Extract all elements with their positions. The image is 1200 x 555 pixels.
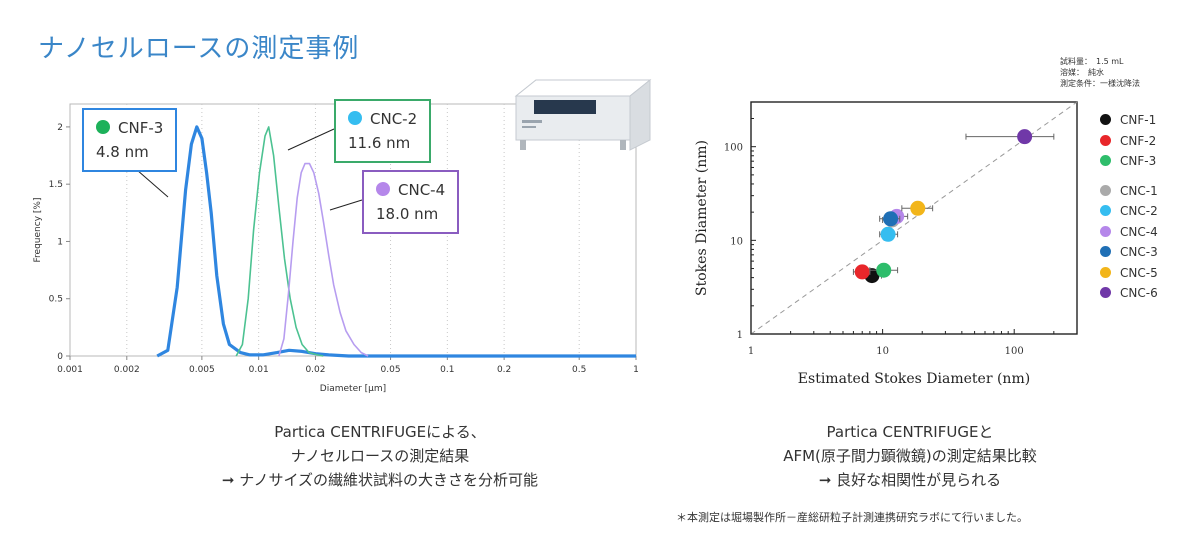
legend-dot-icon <box>1100 246 1111 257</box>
caption-line: ➞ ナノサイズの繊維状試料の大きさを分析可能 <box>221 471 539 489</box>
x-axis-label: Diameter [µm] <box>320 384 386 394</box>
legend-dot-icon <box>1100 225 1111 237</box>
series-line-cnf-3 <box>156 125 636 358</box>
callout-cnc-4: CNC-4 18.0 nm <box>362 170 460 234</box>
legend-item: CNF-2 <box>1100 131 1158 152</box>
legend-item: CNC-1 <box>1100 181 1158 202</box>
left-caption: Partica CENTRIFUGEによる、 ナノセルロースの測定結果 ➞ ナノ… <box>180 420 580 492</box>
x-tick-label: 0.002 <box>114 365 140 375</box>
scatter-point-cnc-5 <box>910 200 926 216</box>
y-tick-label: 1.5 <box>49 180 63 190</box>
y-tick-label: 1 <box>57 237 63 247</box>
x-tick-label: 0.01 <box>249 365 269 375</box>
right-caption: Partica CENTRIFUGEと AFM(原子間力顕微鏡)の測定結果比較 … <box>700 420 1120 492</box>
scatter-point-cnf-3 <box>876 262 892 278</box>
y-tick-label: 0.5 <box>49 295 63 305</box>
callout-value: 18.0 nm <box>376 205 439 223</box>
callout-cnc-2: CNC-2 11.6 nm <box>334 99 432 163</box>
condition-line: 溶媒： 純水 <box>1060 68 1104 77</box>
y-tick-label: 1 <box>737 330 743 341</box>
legend-label: CNC-5 <box>1120 265 1158 280</box>
x-tick-label: 1 <box>633 365 639 375</box>
callout-pointer <box>329 199 363 211</box>
legend-label: CNC-2 <box>1120 204 1158 218</box>
x-tick-label: 0.2 <box>497 365 511 375</box>
legend-label: CNF-1 <box>1120 113 1157 127</box>
caption-line: ナノセルロースの測定結果 <box>290 447 470 465</box>
x-tick-label: 100 <box>1005 346 1024 357</box>
series-line-cnc-2 <box>235 126 324 357</box>
caption-line: Partica CENTRIFUGEと <box>826 423 994 441</box>
footnote: ＊本測定は堀場製作所－産総研粒子計測連携研究ラボにて行いました。 <box>676 511 1028 524</box>
legend-dot-icon <box>1100 287 1111 298</box>
legend-label: CNF-3 <box>1120 154 1157 168</box>
y-tick-label: 2 <box>57 123 63 133</box>
x-tick-label: 0.05 <box>381 365 401 375</box>
legend-dot-icon <box>1100 155 1111 166</box>
legend-label: CNC-3 <box>1120 245 1158 259</box>
y-tick-label: 100 <box>724 143 743 154</box>
legend-label: CNC-4 <box>1120 224 1158 239</box>
callout-pointer <box>136 169 169 198</box>
legend-item: CNF-3 <box>1100 151 1158 172</box>
scatter-point-cnc-6 <box>1017 129 1033 145</box>
x-axis-label: Estimated Stokes Diameter (nm) <box>798 371 1030 387</box>
callout-value: 4.8 nm <box>96 143 149 161</box>
legend-label: CNC-6 <box>1120 286 1158 300</box>
measurement-conditions: 試料量： 1.5 mL 溶媒： 純水 測定条件：一様沈降法 <box>1060 56 1140 89</box>
x-tick-label: 0.02 <box>305 365 325 375</box>
callout-label: CNC-2 <box>370 110 418 128</box>
legend-dot-icon <box>1100 266 1111 278</box>
cnf-3-dot-icon <box>96 120 110 134</box>
legend-item: CNC-2 <box>1100 201 1158 222</box>
callout-cnf-3: CNF-3 4.8 nm <box>82 108 178 172</box>
legend-label: CNC-1 <box>1120 183 1158 198</box>
y-tick-label: 10 <box>730 236 743 247</box>
legend-label: CNF-2 <box>1120 133 1157 148</box>
x-tick-label: 0.1 <box>440 365 454 375</box>
legend-dot-icon <box>1100 184 1111 196</box>
condition-line: 試料量： 1.5 mL <box>1060 57 1124 66</box>
x-tick-label: 0.001 <box>57 365 83 375</box>
cnc-4-dot-icon <box>376 182 390 196</box>
x-tick-label: 1 <box>748 346 754 357</box>
centrifuge-device-icon <box>508 70 658 160</box>
x-tick-label: 0.5 <box>572 365 586 375</box>
caption-line: AFM(原子間力顕微鏡)の測定結果比較 <box>783 447 1037 465</box>
page-title: ナノセルロースの測定事例 <box>38 34 360 64</box>
caption-line: Partica CENTRIFUGEによる、 <box>274 423 486 441</box>
cnc-2-dot-icon <box>348 111 362 125</box>
caption-line: ➞ 良好な相関性が見られる <box>818 471 1002 489</box>
x-tick-label: 10 <box>876 346 889 357</box>
legend-item: CNC-3 <box>1100 242 1158 263</box>
callout-label: CNC-4 <box>398 181 446 199</box>
condition-line: 測定条件：一様沈降法 <box>1060 79 1140 88</box>
legend-item: CNC-6 <box>1100 283 1158 304</box>
scatter-point-cnc-2 <box>880 226 896 242</box>
scatter-legend: CNF-1 CNF-2 CNF-3 CNC-1 CNC-2 CNC-4 CNC-… <box>1100 110 1158 304</box>
x-tick-label: 0.005 <box>189 365 215 375</box>
y-axis-label: Stokes Diameter (nm) <box>694 140 710 296</box>
series-line-cnc-4 <box>278 162 369 357</box>
legend-item: CNC-5 <box>1100 263 1158 284</box>
scatter-point-cnc-3 <box>883 211 899 227</box>
y-axis-label: Frequency [%] <box>33 198 43 263</box>
legend-item: CNF-1 <box>1100 110 1158 131</box>
legend-dot-icon <box>1100 134 1111 146</box>
callout-pointer <box>287 128 335 151</box>
legend-dot-icon <box>1100 205 1111 216</box>
callout-value: 11.6 nm <box>348 134 411 152</box>
legend-item: CNC-4 <box>1100 222 1158 243</box>
scatter-point-cnf-2 <box>854 264 870 280</box>
callout-label: CNF-3 <box>118 119 164 137</box>
y-tick-label: 0 <box>57 352 63 362</box>
legend-dot-icon <box>1100 114 1111 125</box>
